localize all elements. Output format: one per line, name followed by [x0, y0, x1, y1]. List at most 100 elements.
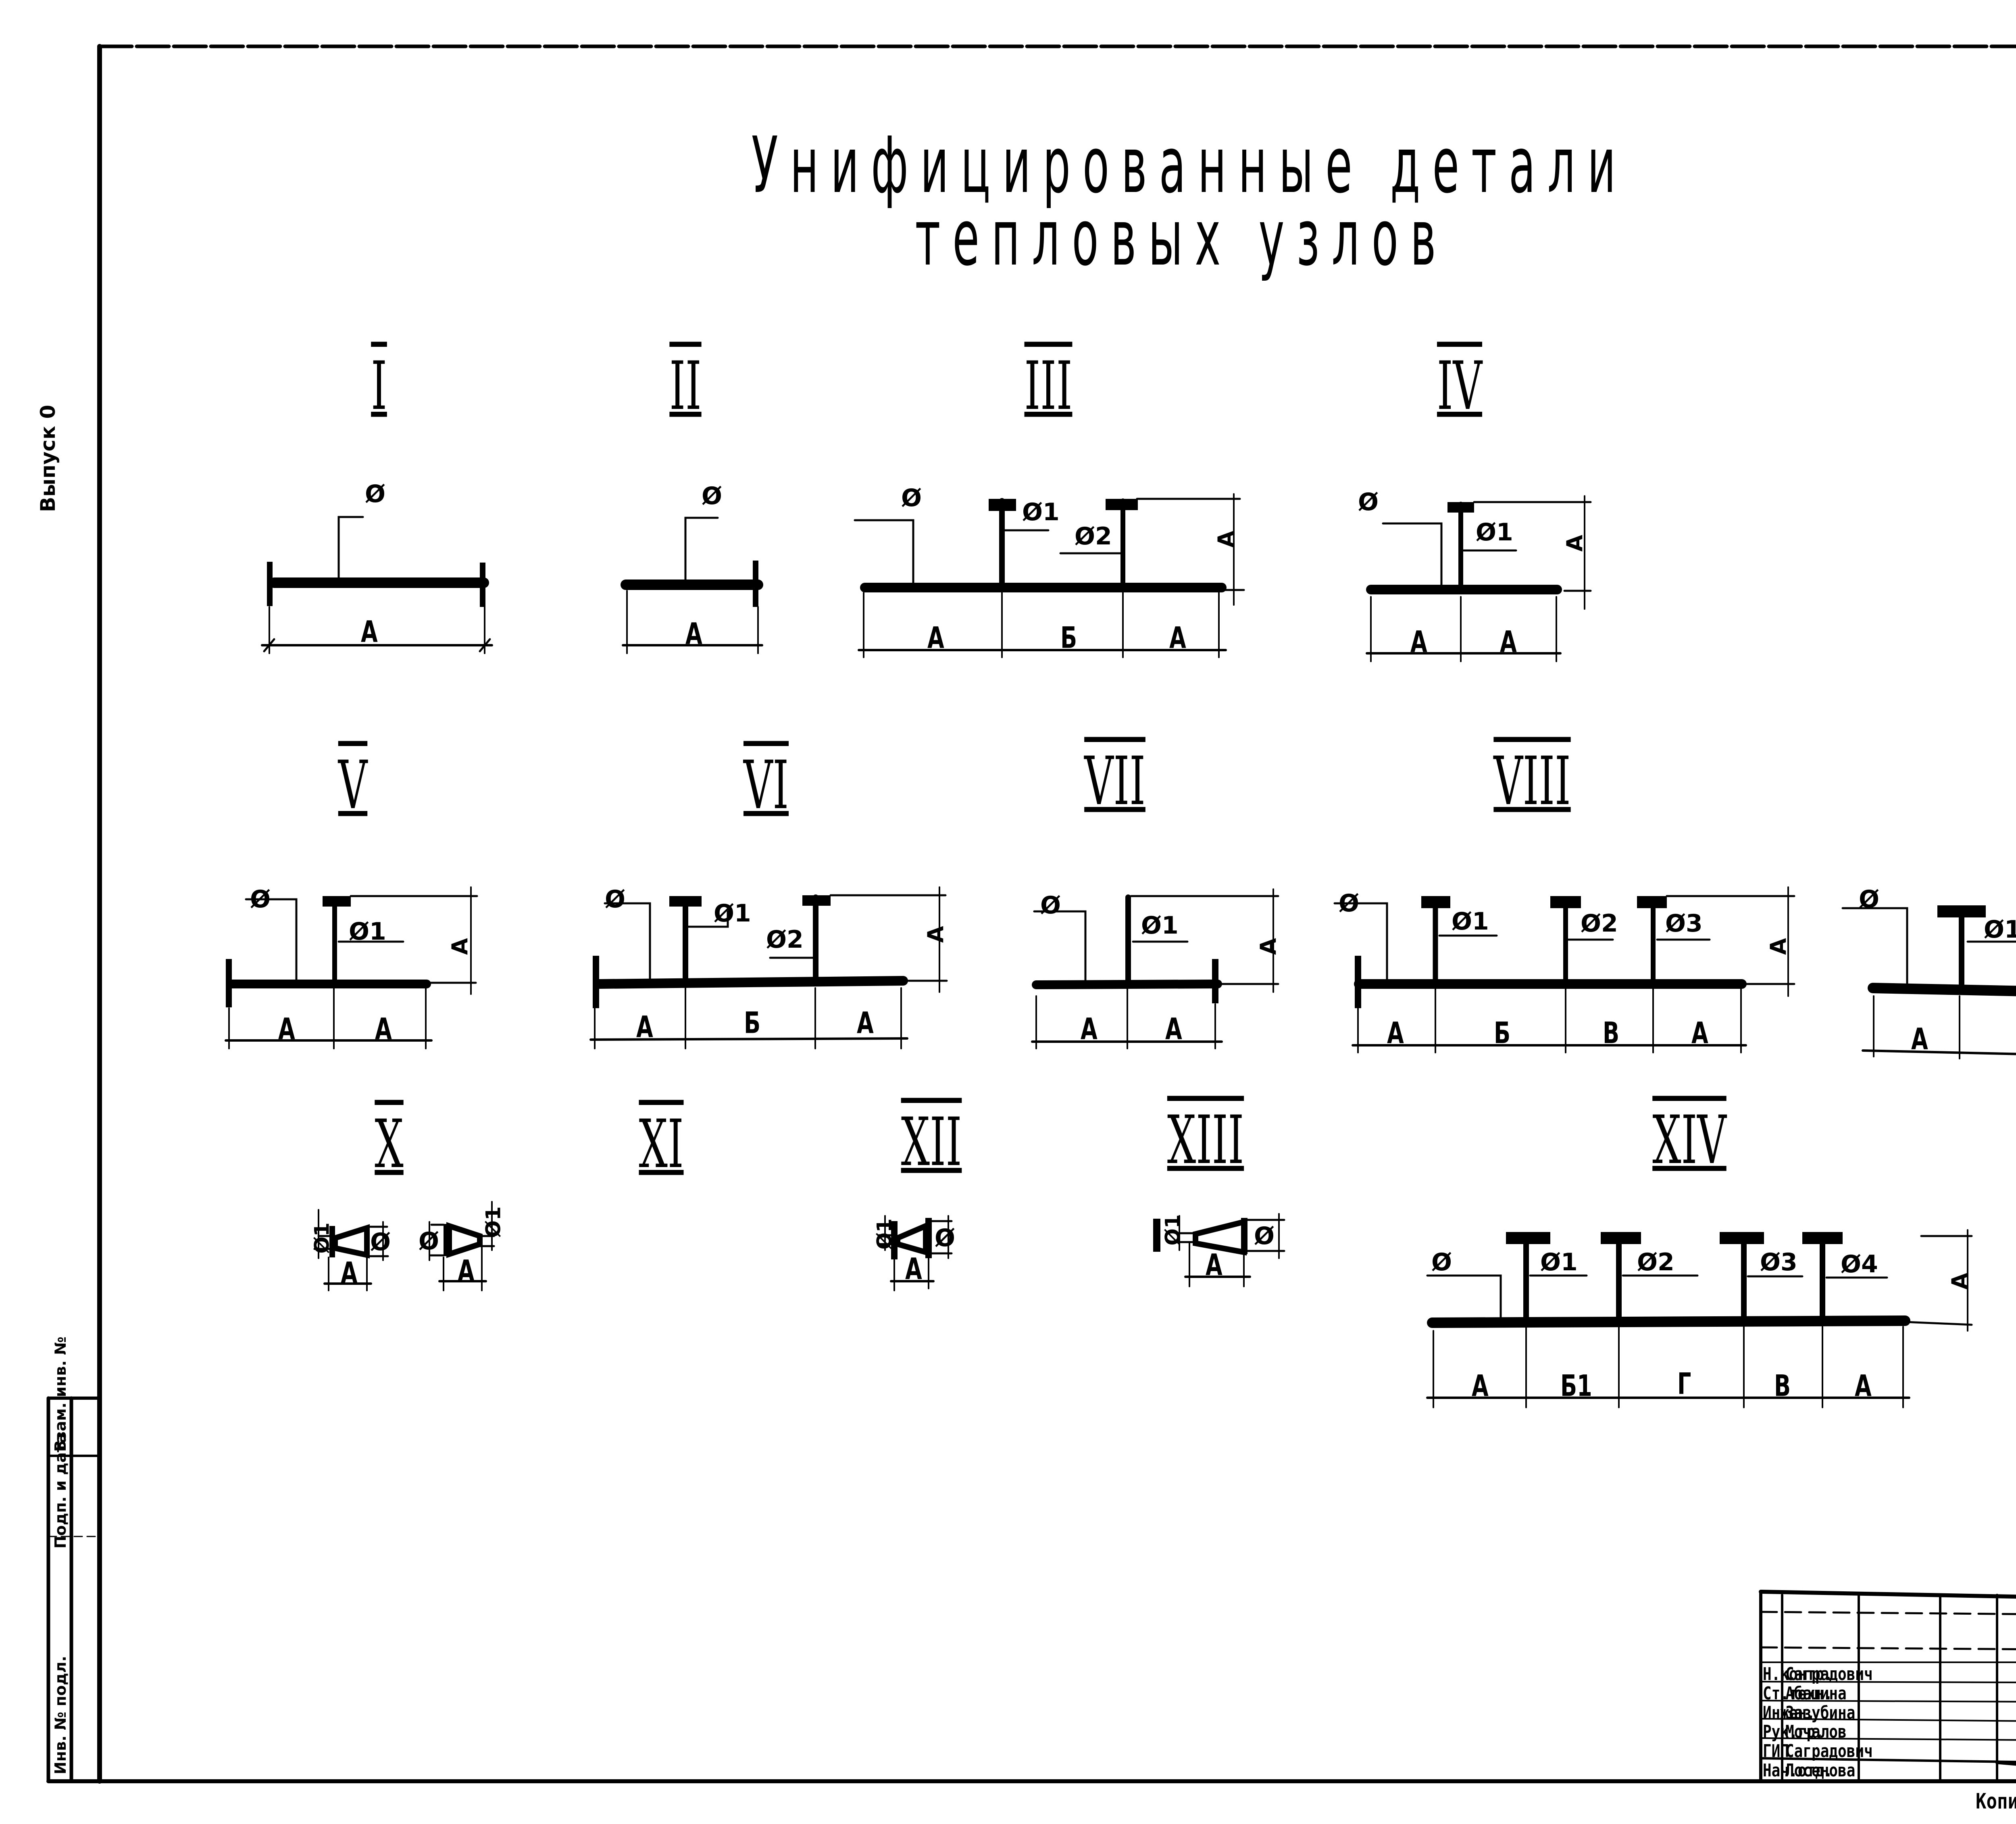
detail-IX-drawing [1841, 905, 2016, 1059]
title-block-name-5: Лосенова [1785, 1761, 1856, 1781]
detail-XIV-dim-2: Г [1677, 1366, 1691, 1401]
detail-label-XIV: XIV [1652, 1101, 1727, 1179]
detail-label-VII: VII [1084, 742, 1145, 820]
detail-XII-pipe-label: Ø [935, 1224, 956, 1252]
detail-VII-height-dim: А [1255, 938, 1281, 955]
detail-XIV-branch-2: Ø3 [1760, 1248, 1797, 1276]
detail-V-branch-0: Ø1 [349, 917, 386, 946]
detail-VI-dim-1: Б [744, 1005, 761, 1040]
detail-X-dim-0: А [341, 1255, 358, 1290]
title-block-role-1: Ст.техн. [1763, 1684, 1833, 1704]
detail-V-dim-1: А [375, 1011, 392, 1046]
detail-XI-pipe-label: Ø [419, 1227, 439, 1255]
detail-label-XIII: XIII [1167, 1101, 1244, 1179]
detail-VIII-dim-1: Б [1494, 1015, 1511, 1050]
detail-X-pipe-label: Ø [370, 1228, 391, 1256]
issue-label: Выпуск 0 [36, 404, 60, 512]
detail-IX-dim-0: А [1911, 1021, 1928, 1056]
detail-XIV-pipe-label: Ø [1431, 1248, 1452, 1276]
detail-label-XI: XI [639, 1105, 684, 1183]
detail-IX-branch-0: Ø1 [1984, 915, 2016, 944]
detail-label-I: I [371, 347, 387, 425]
detail-XIII-pipe-label: Ø [1254, 1222, 1275, 1250]
title-block-role-3: Рук.гр. [1763, 1722, 1824, 1742]
detail-XIV-drawing [1426, 1229, 1973, 1408]
detail-V-height-dim: А [447, 938, 473, 955]
detail-VIII-drawing [1333, 886, 1795, 1053]
detail-III-dim-0: А [927, 620, 944, 655]
detail-label-X: X [375, 1105, 404, 1183]
detail-label-VI: VI [743, 746, 789, 824]
title-block-lines [1759, 1590, 2016, 1783]
detail-V-pipe-label: Ø [250, 885, 271, 913]
detail-I-drawing [261, 516, 493, 654]
detail-VI-height-dim: А [923, 926, 948, 943]
detail-label-VIII: VIII [1493, 742, 1571, 820]
title-block-role-5: Нач.отд. [1763, 1761, 1833, 1781]
detail-XIII-dim-0: А [1206, 1247, 1223, 1282]
sheet-title-line2: тепловых узлов [915, 194, 1448, 284]
sheet-title-line1: Унифицированные детали [751, 121, 1628, 211]
detail-IV-dim-0: А [1410, 624, 1427, 659]
title-block-name-4: Саградович [1785, 1741, 1873, 1761]
detail-I-pipe-label: Ø [365, 480, 386, 508]
detail-VIII-dim-3: А [1691, 1015, 1708, 1050]
detail-IV-dim-1: А [1500, 624, 1517, 659]
detail-X-drawing [313, 1209, 389, 1291]
detail-VIII-pipe-label: Ø [1339, 889, 1360, 917]
detail-label-IX: IX [2008, 758, 2016, 836]
detail-VI-branch-1: Ø2 [766, 926, 804, 954]
detail-VI-pipe-label: Ø [605, 885, 626, 913]
detail-III-drawing [854, 493, 1245, 658]
detail-XIV-branch-3: Ø4 [1841, 1250, 1878, 1278]
detail-XIV-branch-0: Ø1 [1540, 1248, 1578, 1276]
detail-V-drawing [225, 886, 478, 1049]
detail-VIII-branch-1: Ø2 [1581, 909, 1618, 938]
detail-IV-pipe-label: Ø [1358, 488, 1379, 516]
detail-IX-pipe-label: Ø [1859, 885, 1880, 913]
detail-XIV-branch-1: Ø2 [1637, 1248, 1674, 1276]
detail-XII-drawing [878, 1215, 953, 1291]
detail-VII-dim-0: А [1081, 1011, 1098, 1046]
detail-VII-dim-1: А [1165, 1011, 1182, 1046]
detail-VIII-dim-2: В [1603, 1015, 1620, 1050]
detail-III-branch-1: Ø2 [1075, 522, 1112, 550]
side-stamp-inv-no: Инв. № подл. [52, 1655, 69, 1774]
detail-VI-branch-0: Ø1 [714, 899, 751, 928]
detail-IV-drawing [1366, 495, 1592, 662]
title-block-role-2: Инжен. [1763, 1703, 1816, 1723]
detail-II-drawing [621, 517, 763, 654]
detail-XIV-dim-4: А [1855, 1368, 1872, 1403]
detail-label-II: II [669, 347, 702, 425]
detail-VI-dim-0: А [636, 1009, 653, 1044]
detail-VIII-height-dim: А [1765, 938, 1791, 955]
detail-XI-small-label: Ø1 [481, 1206, 505, 1238]
detail-I-dim-0: А [361, 614, 378, 649]
title-block-name-2: Зазубина [1785, 1703, 1856, 1723]
detail-VIII-dim-0: А [1387, 1015, 1404, 1050]
side-stamp-replace-inv: Взам. инв. № [52, 1336, 69, 1452]
title-block-name-1: Абашина [1785, 1684, 1847, 1704]
detail-label-XII: XII [901, 1103, 962, 1181]
title-block-name-3: Мочалов [1785, 1722, 1847, 1742]
detail-VII-branch-0: Ø1 [1141, 911, 1179, 940]
detail-III-branch-0: Ø1 [1022, 498, 1060, 526]
detail-III-dim-1: Б [1060, 620, 1077, 655]
title-block-role-4: ГИП [1763, 1741, 1789, 1761]
detail-III-height-dim: А [1213, 531, 1239, 548]
title-block-role-0: Н.контр. [1763, 1664, 1833, 1684]
detail-VI-drawing [589, 886, 948, 1049]
copied-by: Копировал Коршунова [1976, 1789, 2016, 1814]
detail-XIV-dim-1: Б1 [1560, 1368, 1592, 1403]
detail-VI-dim-2: А [857, 1005, 874, 1040]
detail-label-V: V [338, 746, 368, 824]
detail-XI-drawing [429, 1201, 495, 1291]
detail-XIV-dim-0: А [1472, 1368, 1489, 1403]
detail-label-IV: IV [1437, 347, 1483, 425]
detail-III-dim-2: А [1169, 620, 1186, 655]
detail-VIII-branch-0: Ø1 [1452, 907, 1489, 936]
detail-II-pipe-label: Ø [702, 482, 723, 510]
detail-XII-dim-0: А [905, 1251, 922, 1286]
title-block-name-0: Саградович [1785, 1664, 1873, 1684]
